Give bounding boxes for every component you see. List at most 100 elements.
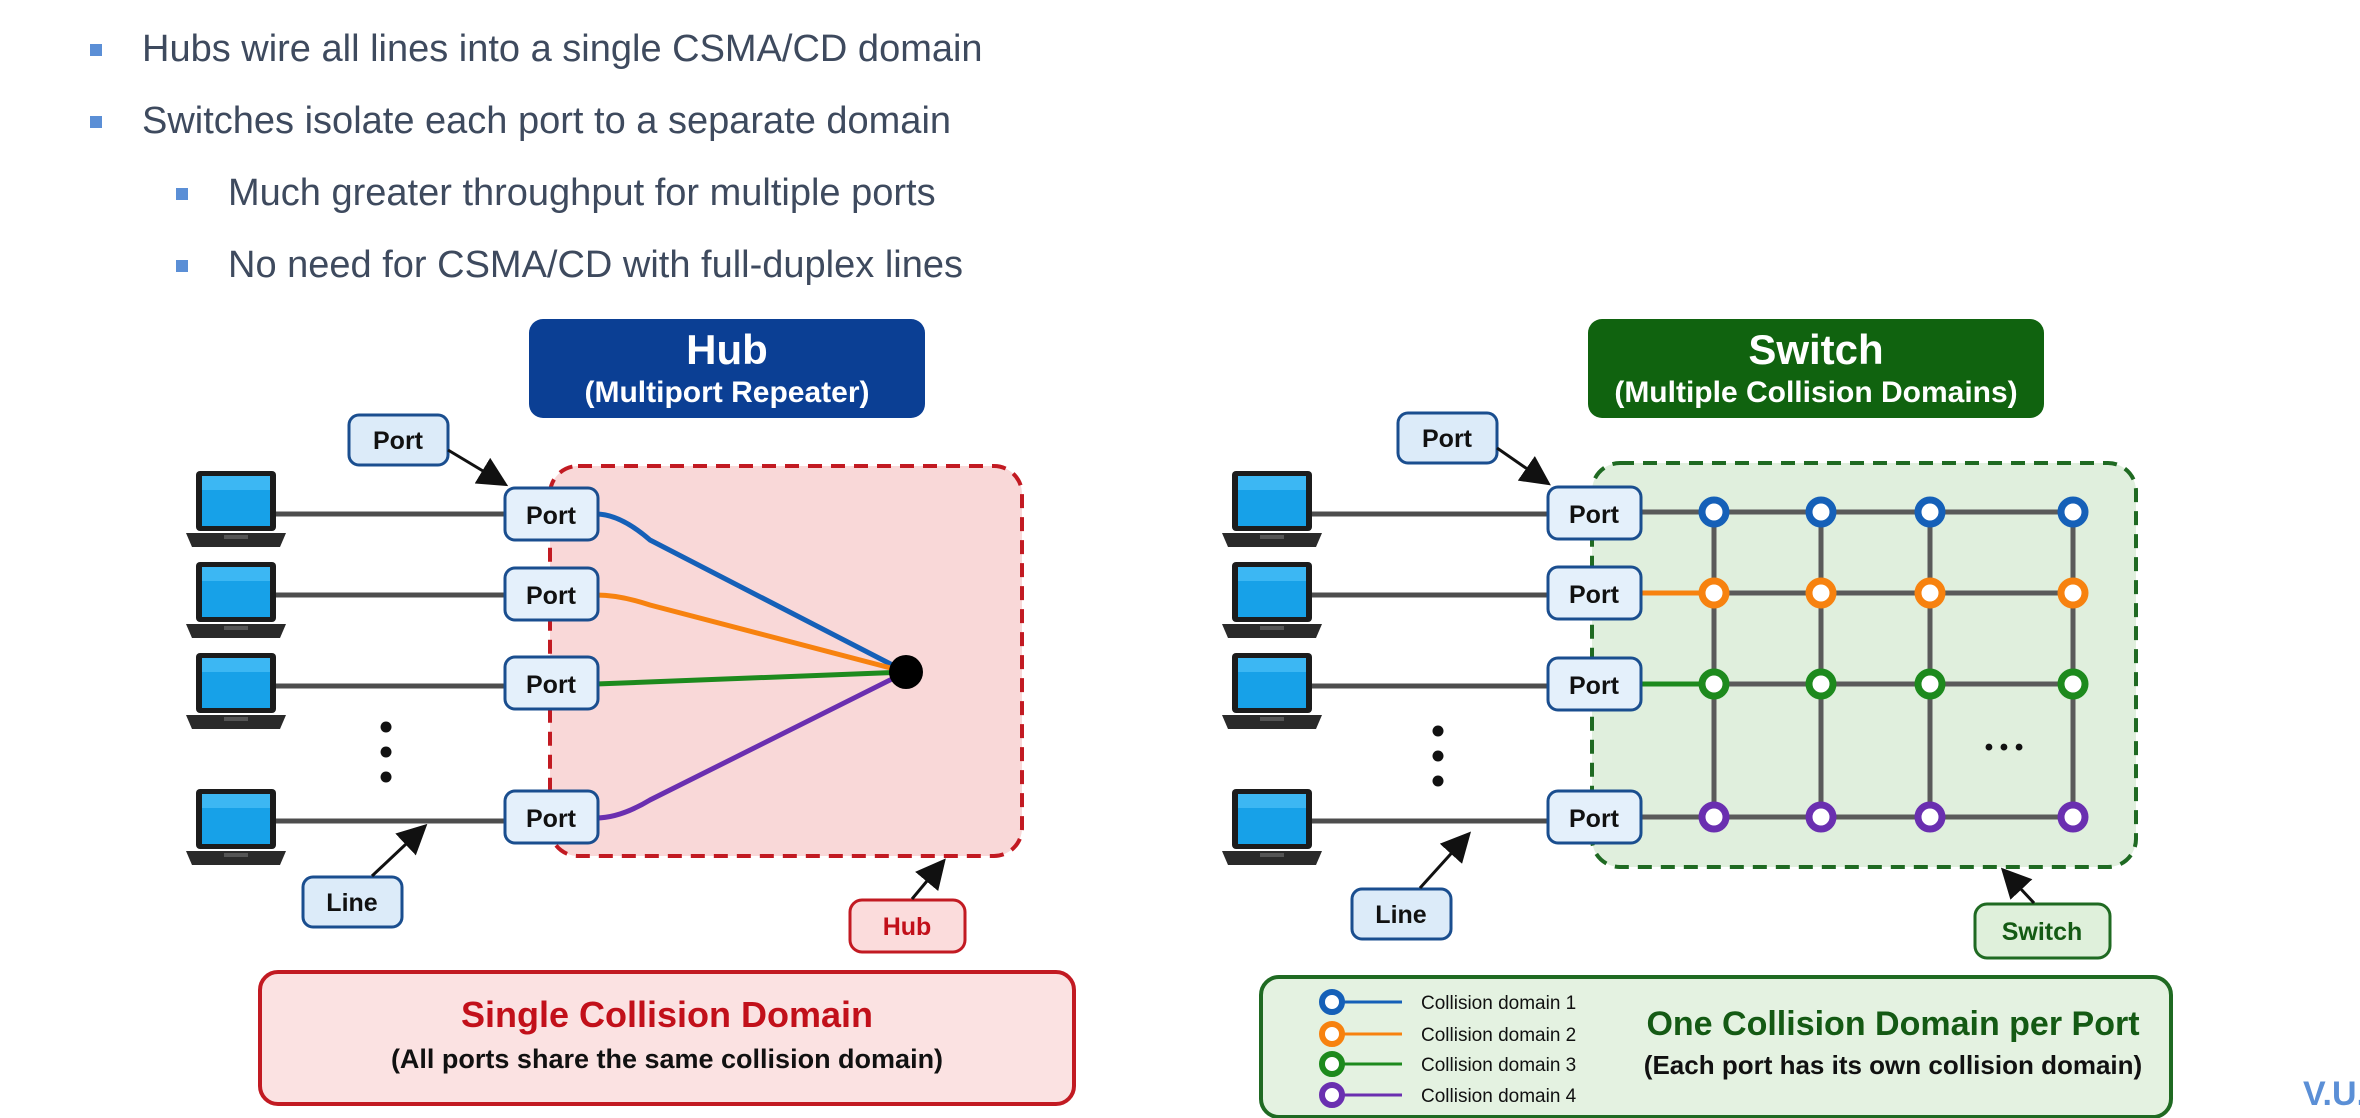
more-columns-ellipsis: • • • bbox=[1985, 734, 2024, 761]
more-devices-dot bbox=[380, 746, 392, 758]
legend-label: Collision domain 3 bbox=[1421, 1055, 1576, 1076]
hub-callout: Hub bbox=[883, 913, 932, 941]
more-devices-dot bbox=[1432, 750, 1444, 762]
port-callout-box bbox=[347, 413, 450, 467]
corner-mark: V.U. bbox=[2302, 1075, 2360, 1113]
legend-label: Collision domain 4 bbox=[1421, 1086, 1577, 1107]
hub-summary-title: Single Collision Domain bbox=[461, 994, 873, 1035]
more-devices-dot bbox=[1432, 775, 1444, 787]
crosspoint-node bbox=[1805, 668, 1837, 700]
port-label: Port bbox=[526, 805, 577, 833]
legend-item: Collision domain 3 bbox=[1319, 1051, 1576, 1077]
switch-summary-title: One Collision Domain per Port bbox=[1646, 1005, 2139, 1043]
laptop-icon bbox=[186, 653, 286, 729]
more-devices-dot bbox=[1432, 725, 1444, 737]
switch-summary-box bbox=[1259, 975, 2173, 1118]
hub-link-1 bbox=[595, 511, 908, 675]
port-callout-box bbox=[1396, 411, 1499, 465]
switch-subtitle: (Multiple Collision Domains) bbox=[1614, 376, 2017, 409]
port-label: Port bbox=[1569, 501, 1620, 529]
crosspoint-node bbox=[1698, 668, 1730, 700]
hub-title: Hub bbox=[686, 326, 768, 373]
switch-summary-subtitle: (Each port has its own collision domain) bbox=[1644, 1050, 2142, 1080]
legend-item: Collision domain 2 bbox=[1319, 1021, 1576, 1047]
crosspoint-node bbox=[1698, 496, 1730, 528]
bullet-item: Much greater throughput for multiple por… bbox=[176, 172, 936, 215]
hub-port: Port bbox=[503, 789, 600, 845]
line-callout-box bbox=[301, 875, 404, 929]
port-label: Port bbox=[1569, 672, 1620, 700]
switch-callout-box bbox=[1973, 902, 2112, 960]
crosspoint-node bbox=[2057, 801, 2089, 833]
hub-port: Port bbox=[503, 566, 600, 622]
line-callout: Line bbox=[326, 889, 377, 917]
bullet-item: No need for CSMA/CD with full-duplex lin… bbox=[176, 244, 963, 287]
crosspoint-node bbox=[1914, 496, 1946, 528]
switch-port: Port bbox=[1546, 565, 1643, 621]
hub-title-box bbox=[529, 319, 925, 418]
bullet-marker bbox=[90, 44, 102, 56]
port-callout: Port bbox=[373, 427, 424, 455]
hub-callout-box bbox=[848, 898, 967, 954]
hub-subtitle: (Multiport Repeater) bbox=[585, 376, 870, 409]
port-callout: Port bbox=[1422, 425, 1473, 453]
legend-label: Collision domain 2 bbox=[1421, 1025, 1576, 1046]
crosspoint-node bbox=[1914, 801, 1946, 833]
crosspoint-node bbox=[1914, 577, 1946, 609]
hub-port: Port bbox=[503, 486, 600, 542]
more-devices-dot bbox=[380, 721, 392, 733]
hub-summary-box bbox=[258, 970, 1076, 1106]
laptop-icon bbox=[1222, 562, 1322, 638]
line-callout-box bbox=[1350, 887, 1453, 941]
switch-port: Port bbox=[1546, 789, 1643, 845]
bullet-marker bbox=[176, 188, 188, 200]
bullet-marker bbox=[90, 116, 102, 128]
callout-arrow bbox=[447, 448, 509, 487]
crosspoint-node bbox=[2057, 496, 2089, 528]
callout-arrow bbox=[1418, 831, 1472, 890]
switch-title: Switch bbox=[1748, 326, 1883, 373]
switch-title-box bbox=[1588, 319, 2044, 418]
switch-panel: Switch (Multiple Collision Domains) bbox=[1222, 319, 2173, 1118]
crosspoint-node bbox=[1805, 801, 1837, 833]
hub-link-2 bbox=[595, 592, 907, 675]
crosspoint-node bbox=[1914, 668, 1946, 700]
hub-port: Port bbox=[503, 655, 600, 711]
crosspoint-node bbox=[1698, 577, 1730, 609]
bullet-text: Hubs wire all lines into a single CSMA/C… bbox=[142, 28, 983, 70]
callout-arrow bbox=[370, 823, 428, 878]
callout-arrow bbox=[1496, 446, 1551, 486]
legend-label: Collision domain 1 bbox=[1421, 993, 1576, 1014]
bullet-item: Hubs wire all lines into a single CSMA/C… bbox=[90, 28, 983, 71]
bullet-text: Switches isolate each port to a separate… bbox=[142, 100, 952, 142]
crosspoints-row-2 bbox=[1698, 577, 2089, 609]
more-devices-dot bbox=[380, 771, 392, 783]
crosspoint-node bbox=[1698, 801, 1730, 833]
bullet-item: Switches isolate each port to a separate… bbox=[90, 100, 952, 143]
crosspoint-node bbox=[1805, 577, 1837, 609]
port-label: Port bbox=[526, 582, 577, 610]
bullet-text: Much greater throughput for multiple por… bbox=[228, 172, 936, 214]
callout-arrow bbox=[2000, 867, 2036, 905]
laptop-icon bbox=[1222, 653, 1322, 729]
legend-item: Collision domain 4 bbox=[1319, 1082, 1577, 1108]
crosspoint-node bbox=[2057, 668, 2089, 700]
hub-link-4 bbox=[595, 669, 908, 821]
laptop-icon bbox=[186, 562, 286, 638]
switch-port: Port bbox=[1546, 656, 1643, 712]
legend: Collision domain 1 Collision domain 2 Co… bbox=[1319, 989, 1577, 1108]
bullet-text: No need for CSMA/CD with full-duplex lin… bbox=[228, 244, 963, 286]
port-label: Port bbox=[1569, 805, 1620, 833]
crosspoints-row-4 bbox=[1698, 801, 2089, 833]
laptop-icon bbox=[1222, 471, 1322, 547]
crosspoints-row-1 bbox=[1698, 496, 2089, 528]
port-label: Port bbox=[526, 671, 577, 699]
crosspoints-row-3 bbox=[1698, 668, 2089, 700]
crosspoint-node bbox=[1805, 496, 1837, 528]
legend-item: Collision domain 1 bbox=[1319, 989, 1576, 1015]
laptop-icon bbox=[1222, 789, 1322, 865]
hub-link-3 bbox=[595, 669, 907, 687]
callout-arrow bbox=[910, 858, 946, 900]
line-callout: Line bbox=[1375, 901, 1426, 929]
